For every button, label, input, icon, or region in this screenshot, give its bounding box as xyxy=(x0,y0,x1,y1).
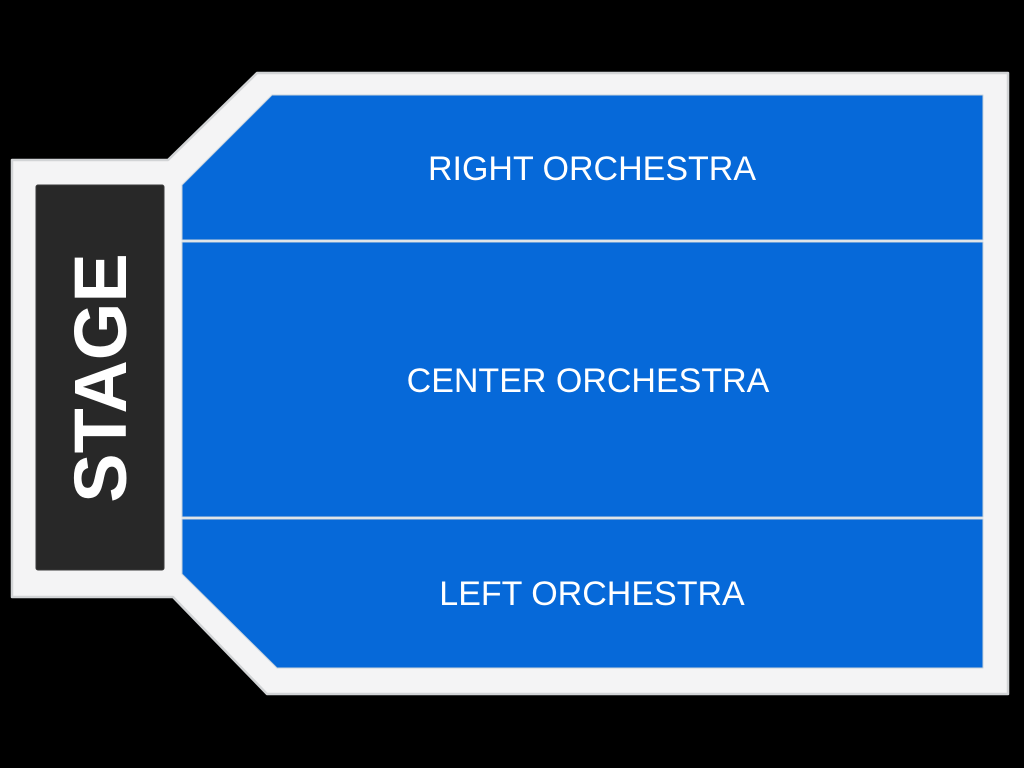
stage-box xyxy=(35,184,165,571)
section-left-orchestra[interactable] xyxy=(181,518,984,669)
section-right-orchestra[interactable] xyxy=(181,94,984,241)
section-center-orchestra[interactable] xyxy=(181,241,984,518)
